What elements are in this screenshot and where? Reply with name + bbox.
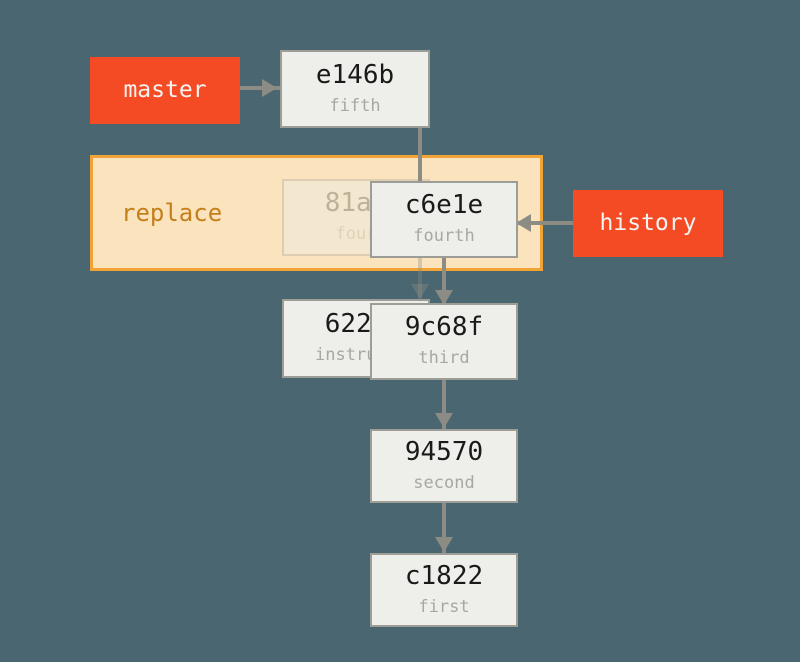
commit-sha: e146b: [315, 59, 395, 90]
commit-message: fifth: [329, 95, 381, 116]
edge-81a7-to-622e: [418, 256, 422, 300]
commit-9c68f[interactable]: 9c68f third: [370, 303, 518, 380]
commit-sha: 94570: [404, 436, 484, 467]
commit-sha: 9c68f: [404, 312, 484, 343]
commit-message: four: [335, 224, 377, 245]
arrowhead-history-to-c6e1e: [516, 214, 531, 232]
edge-c6e1e-to-9c68f: [442, 256, 446, 306]
commit-sha: c1822: [404, 560, 484, 591]
edge-history-to-c6e1e: [516, 221, 576, 225]
commit-e146b[interactable]: e146b fifth: [280, 50, 430, 128]
ref-label-master[interactable]: master: [90, 57, 240, 124]
ref-label-history-text: history: [599, 210, 697, 236]
commit-c6e1e[interactable]: c6e1e fourth: [370, 181, 518, 258]
commit-sha: c6e1e: [404, 190, 484, 221]
commit-message: fourth: [413, 226, 475, 247]
commit-94570[interactable]: 94570 second: [370, 429, 518, 503]
arrowhead-9c68f-to-94570: [435, 413, 453, 428]
edge-94570-to-c1822: [442, 501, 446, 555]
replace-region-label: replace: [121, 199, 223, 227]
edge-9c68f-to-94570: [442, 378, 446, 432]
edge-e146b-to-fourth: [418, 126, 422, 186]
commit-message: third: [418, 348, 470, 369]
arrowhead-94570-to-c1822: [435, 537, 453, 552]
commit-message: second: [413, 472, 475, 493]
ref-label-master-text: master: [123, 77, 207, 103]
commit-message: first: [418, 596, 470, 617]
arrowhead-81a7-to-622e: [411, 284, 429, 299]
arrowhead-c6e1e-to-9c68f: [435, 290, 453, 305]
commit-c1822[interactable]: c1822 first: [370, 553, 518, 627]
arrowhead-master-to-e146b: [262, 79, 277, 97]
ref-label-history[interactable]: history: [573, 190, 723, 257]
